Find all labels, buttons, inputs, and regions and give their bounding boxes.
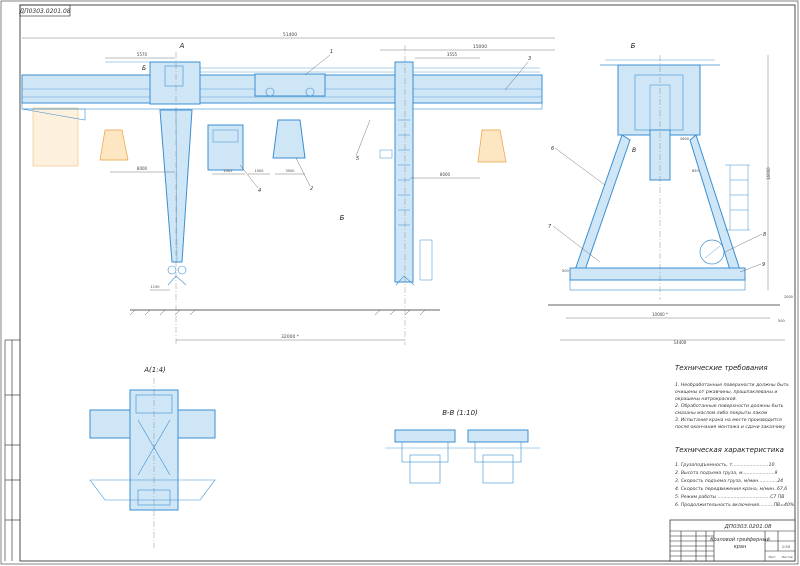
tech-char-line-4: 4. Скорость передвижения крана, м/мин..6…: [675, 486, 787, 492]
callout-4: 4: [258, 188, 261, 194]
side-view: Б 16000 10000 *: [548, 42, 793, 345]
callout-1: 1: [330, 49, 333, 55]
tech-char-title: Техническая характеристика: [675, 446, 784, 454]
side-dim-c: 500: [562, 269, 569, 273]
side-leg-left: [574, 134, 631, 271]
dim-span-right: 15000: [473, 44, 487, 50]
side-dim-e: 500: [778, 319, 785, 323]
side-dim-overall: 14400: [674, 340, 687, 345]
tech-char-line-5: 5. Режим работы ........................…: [675, 494, 784, 500]
detail-v-title: В-В (1:10): [442, 409, 478, 417]
dim-leg-left: 1150: [151, 285, 160, 289]
front-callouts: 1 2 3 4 5: [239, 49, 531, 194]
dim-trolley-b: 1500: [255, 169, 264, 173]
side-ladder: [725, 164, 750, 231]
callout-7: 7: [548, 224, 552, 230]
callout-8: 8: [763, 232, 766, 238]
tech-req-line-3: окрашены нитрокраской.: [675, 396, 737, 402]
callout-3: 3: [528, 56, 531, 62]
tech-char-line-3: 3. Скорость подъема груза, м/мин........…: [675, 478, 783, 484]
tech-char-line-2: 2. Высота подъема груза, м..............…: [675, 470, 778, 476]
front-dimensions: 51400 15000 5570 3555 8000 8000 2505 150…: [137, 32, 487, 340]
title-sheets: Листов: [781, 555, 792, 559]
tech-char-line-6: 6. Продолжительность включения..........…: [675, 502, 794, 508]
detail-v-right-top: [467, 429, 529, 443]
tech-req-line-6: 3. Испытания крана на месте производится: [675, 417, 782, 423]
right-leg: [394, 61, 414, 283]
side-wheel: [699, 239, 725, 265]
tech-req-line-7: после окончания монтажа и сдачи заказчик…: [675, 425, 786, 430]
title-doc-number: ДП0303.0201.08: [724, 524, 772, 530]
title-block: ДП0303.0201.08 Козловой грейферный кран …: [669, 519, 796, 562]
tech-requirements: Технические требования 1. Необработанные…: [675, 364, 789, 430]
side-top-frame: [617, 64, 701, 136]
side-view-title: Б: [631, 42, 636, 50]
stamp-text: ДП0303.0201.08: [18, 8, 70, 15]
callout-9: 9: [762, 262, 765, 268]
side-dim-d: 2000: [784, 295, 793, 299]
grab-center-icon: [272, 119, 306, 159]
side-dim-b: 2600: [680, 137, 689, 141]
dim-rail-span: 32000 *: [281, 334, 300, 340]
front-view: [21, 37, 555, 345]
hoist-block: [207, 124, 244, 171]
detail-a-title: А(1:4): [143, 366, 166, 374]
tech-req-line-2: очищены от ржавчины, прошпаклеваны и: [675, 390, 777, 395]
title-name-1: Козловой грейферный: [710, 537, 770, 543]
detail-v: В-В (1:10): [385, 409, 540, 484]
left-top-frame: [149, 61, 201, 105]
tech-req-line-1: 1. Необработанные поверхности должны быт…: [675, 382, 789, 388]
tech-req-line-4: 2. Обработанные поверхности должны быть: [675, 403, 784, 409]
dim-trolley-a: 2505: [224, 169, 233, 173]
tech-req-title: Технические требования: [675, 364, 768, 372]
grab-right-icon: [477, 129, 507, 163]
dim-overall: 51400: [283, 32, 297, 38]
callout-2: 2: [310, 186, 313, 192]
detail-v-left-top: [394, 429, 456, 443]
title-scale: 1:50: [782, 544, 791, 549]
dim-trolley-c: 3500: [286, 169, 295, 173]
section-mark-b-top: Б: [142, 65, 146, 72]
tech-characteristics: Техническая характеристика 1. Грузоподъе…: [675, 446, 794, 508]
dim-right-top: 3555: [447, 52, 458, 57]
title-sheet: Лист: [768, 555, 776, 559]
section-mark-b: Б: [340, 214, 345, 222]
tech-char-line-1: 1. Грузоподъемность, т..................…: [675, 462, 775, 468]
title-name-2: кран: [734, 544, 747, 550]
rotated-stamp: ДП0303.0201.08: [18, 4, 71, 17]
side-bottom-beam: [569, 267, 746, 281]
section-mark-v: В: [632, 147, 636, 154]
grab-left-icon: [99, 129, 129, 161]
callout-5: 5: [356, 156, 359, 162]
side-dim-height: 16000: [766, 167, 771, 180]
trolley: [254, 73, 326, 97]
section-mark-a: А: [179, 42, 185, 50]
dim-grab-right: 8000: [440, 172, 451, 177]
callout-6: 6: [551, 146, 554, 152]
tech-req-line-5: смазаны маслом либо покрыты лаком: [675, 410, 768, 416]
dim-left-top: 5570: [137, 52, 148, 57]
side-dim-a: 850: [692, 169, 699, 173]
dim-grab-left: 8000: [137, 166, 148, 171]
ghost-structure-left: [32, 107, 79, 167]
detail-a: А(1:4): [89, 366, 216, 548]
side-dim-base: 10000 *: [652, 312, 668, 317]
